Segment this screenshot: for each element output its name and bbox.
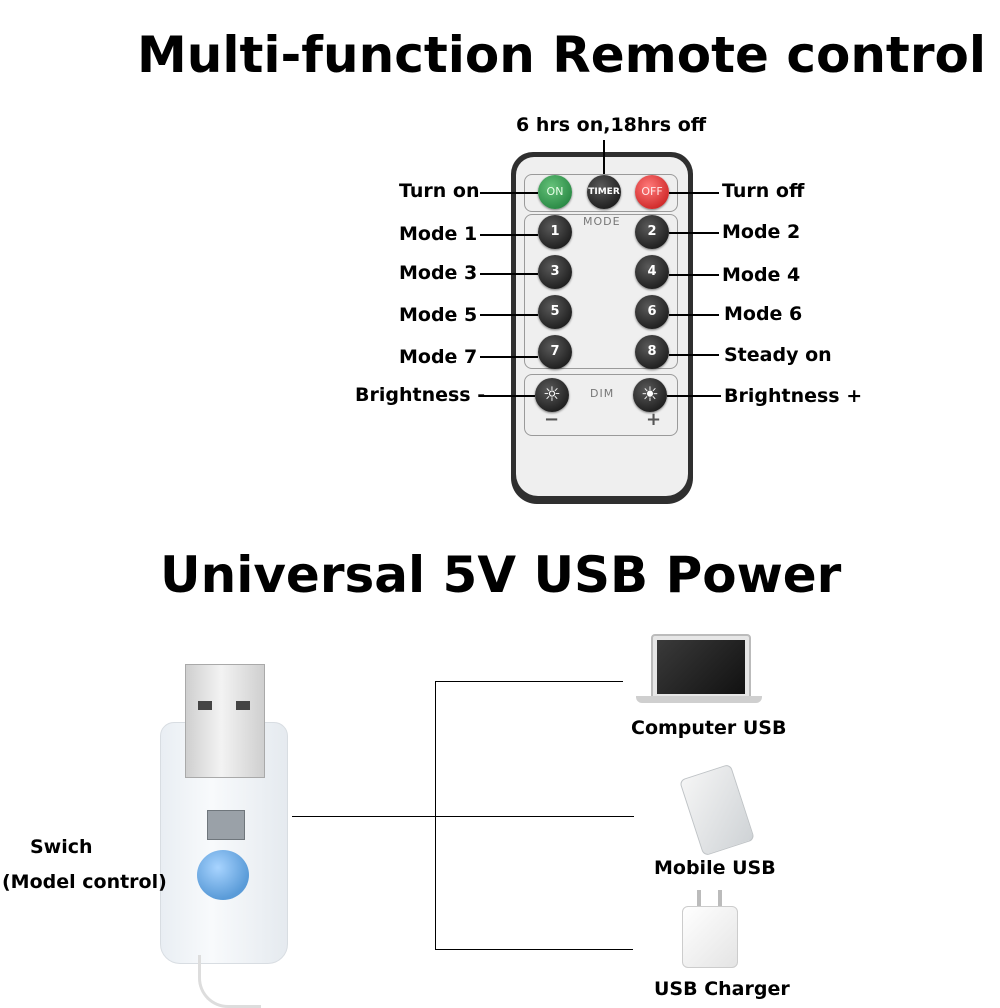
charger-prong-right	[718, 890, 722, 906]
plus-sign: +	[646, 409, 662, 430]
remote-title: Multi-function Remote control	[137, 26, 986, 84]
usb-cable	[198, 955, 261, 1008]
usb-plug	[185, 664, 265, 778]
usb-title: Universal 5V USB Power	[160, 546, 842, 604]
mode-5-leader	[480, 314, 538, 316]
steady-on-label: Steady on	[724, 344, 832, 366]
mode-6-leader	[669, 314, 719, 316]
mode-4-leader	[669, 274, 719, 276]
turn-on-leader	[480, 192, 538, 194]
brightness-plus-leader	[667, 395, 721, 397]
mode-2-label: Mode 2	[722, 221, 801, 243]
timer-button[interactable]: TIMER	[587, 175, 621, 209]
brightness-minus-label: Brightness -	[355, 384, 486, 406]
mode-6-label: Mode 6	[724, 303, 803, 325]
dim-panel	[524, 374, 678, 436]
mode-7-leader	[480, 356, 538, 358]
main-connector-line	[292, 816, 634, 818]
mode-1-button[interactable]: 1	[538, 215, 572, 249]
timer-note-label: 6 hrs on,18hrs off	[516, 114, 707, 136]
turn-off-leader	[669, 192, 719, 194]
mode-7-label: Mode 7	[399, 346, 478, 368]
switch-label: Swich	[30, 836, 93, 858]
usb-charger-icon	[682, 906, 738, 968]
mode-5-label: Mode 5	[399, 304, 478, 326]
laptop-base	[636, 696, 762, 703]
mode-1-leader	[480, 234, 538, 236]
timer-leader	[603, 140, 605, 174]
mode-3-button[interactable]: 3	[538, 255, 572, 289]
mode-3-leader	[480, 273, 538, 275]
dim-panel-label: DIM	[590, 387, 615, 400]
mode-7-button[interactable]: 7	[538, 335, 572, 369]
steady-on-button[interactable]: 8	[635, 335, 669, 369]
branch-charger-line	[435, 949, 633, 951]
mode-panel	[524, 214, 678, 369]
mode-panel-label: MODE	[583, 215, 621, 228]
mobile-usb-label: Mobile USB	[654, 857, 776, 879]
brightness-plus-label: Brightness +	[724, 385, 863, 407]
off-button[interactable]: OFF	[635, 175, 669, 209]
minus-sign: −	[544, 409, 560, 430]
brightness-minus-button[interactable]: ☼	[535, 378, 569, 412]
mode-1-label: Mode 1	[399, 223, 478, 245]
usb-charger-label: USB Charger	[654, 978, 790, 1000]
branch-vertical-line	[435, 681, 437, 950]
switch-sublabel: (Model control)	[2, 871, 167, 893]
mode-2-leader	[669, 232, 719, 234]
steady-on-leader	[669, 354, 719, 356]
computer-usb-label: Computer USB	[631, 717, 787, 739]
mode-6-button[interactable]: 6	[635, 295, 669, 329]
mode-2-button[interactable]: 2	[635, 215, 669, 249]
brightness-minus-leader	[484, 395, 535, 397]
mode-4-label: Mode 4	[722, 264, 801, 286]
on-button[interactable]: ON	[538, 175, 572, 209]
mode-switch-button[interactable]	[197, 850, 249, 900]
mode-4-button[interactable]: 4	[635, 255, 669, 289]
mode-3-label: Mode 3	[399, 262, 478, 284]
laptop-icon	[651, 634, 751, 700]
branch-computer-line	[435, 681, 623, 683]
power-bank-icon	[678, 763, 756, 857]
brightness-plus-button[interactable]: ☀	[633, 378, 667, 412]
charger-prong-left	[697, 890, 701, 906]
turn-on-label: Turn on	[399, 180, 480, 202]
usb-plug-hole-left	[198, 701, 212, 710]
turn-off-label: Turn off	[722, 180, 805, 202]
usb-switch-chip	[207, 810, 245, 840]
mode-5-button[interactable]: 5	[538, 295, 572, 329]
usb-plug-hole-right	[236, 701, 250, 710]
